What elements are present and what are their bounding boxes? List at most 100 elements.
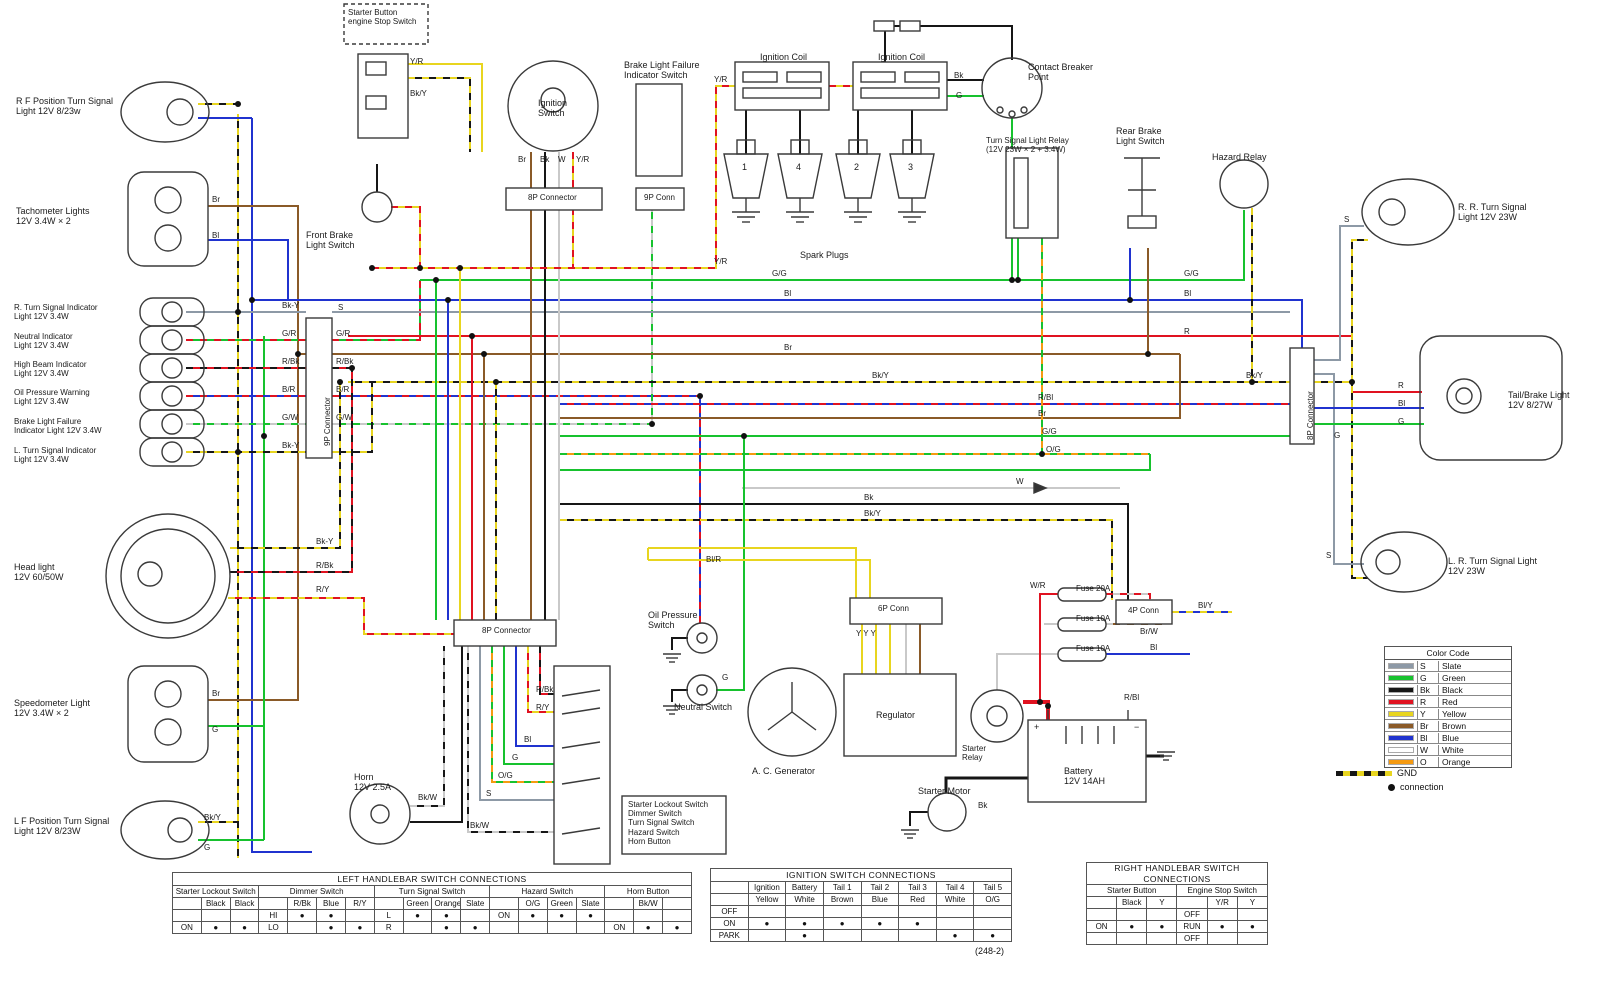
table-cell bbox=[785, 905, 824, 918]
wire-color-label: Bk bbox=[540, 155, 550, 164]
wire-Bk bbox=[671, 689, 688, 702]
wire-stripe bbox=[332, 382, 373, 453]
bulb bbox=[1375, 549, 1401, 575]
coil-winding bbox=[904, 71, 940, 83]
col-header bbox=[1176, 896, 1208, 910]
headlight-lens bbox=[120, 528, 216, 624]
col-header: R/Bk bbox=[287, 897, 318, 910]
wire-color-label: R bbox=[1184, 327, 1190, 336]
wire-color-label: Bk/Y bbox=[410, 89, 427, 98]
ground-symbol bbox=[663, 705, 681, 715]
wire-color-label: R/Bl bbox=[1124, 693, 1140, 702]
spark-plug-1-number: 1 bbox=[742, 162, 748, 172]
headlight-label: Head light 12V 60/50W bbox=[14, 562, 64, 583]
fuse-10a-body bbox=[1057, 617, 1107, 632]
table-cell: ● bbox=[1236, 920, 1269, 934]
legend-swatch bbox=[1388, 734, 1414, 741]
starter-relay-label: Starter Relay bbox=[962, 744, 987, 763]
left-switch-list-label: Starter Lockout Switch Dimmer Switch Tur… bbox=[628, 800, 709, 846]
starter-relay-body bbox=[970, 689, 1024, 743]
legend-abbr: G bbox=[1417, 672, 1439, 683]
legend-color-name: Brown bbox=[1442, 720, 1467, 731]
wire-color-label: W bbox=[1016, 477, 1024, 486]
wire-Bk bbox=[560, 503, 1129, 600]
fuse-20a-label: Fuse 20A bbox=[1076, 584, 1111, 593]
junction-dot bbox=[493, 379, 499, 385]
wire-color-label: G/W bbox=[282, 413, 298, 422]
rf-position-turn-signal-label: R F Position Turn Signal Light 12V 8/23w bbox=[16, 96, 114, 117]
legend-title: Color Code bbox=[1385, 647, 1511, 660]
ac-generator-label: A. C. Generator bbox=[752, 766, 816, 776]
table-cell bbox=[1206, 932, 1238, 946]
wire-stripe bbox=[408, 77, 471, 152]
rr-turn-signal-label: R. R. Turn Signal Light 12V 23W bbox=[1458, 202, 1527, 223]
wire-color-label: Br/W bbox=[1140, 627, 1158, 636]
fuse-10a-2-label: Fuse 10A bbox=[1076, 644, 1111, 653]
wire-color-label: G bbox=[512, 753, 519, 762]
right-handlebar-switch-table-title: RIGHT HANDLEBAR SWITCH CONNECTIONS bbox=[1086, 861, 1268, 886]
col-header: Horn Button bbox=[604, 885, 692, 898]
ground-symbol bbox=[901, 829, 919, 839]
wire-color-label: Bk-Y bbox=[282, 441, 300, 450]
table-cell: ● bbox=[517, 909, 548, 922]
wire-color-label: R/Bk bbox=[316, 561, 334, 570]
coil-winding bbox=[786, 71, 822, 83]
wire-stripe bbox=[332, 395, 701, 623]
wire-color-label: R bbox=[1398, 381, 1404, 390]
table-cell: ● bbox=[316, 921, 346, 934]
table-cell: ● bbox=[973, 929, 1012, 942]
battery-plus-label: + bbox=[1034, 722, 1040, 732]
connector-8p-mid bbox=[453, 619, 557, 647]
table-cell bbox=[1085, 908, 1118, 922]
legend-color-name: Green bbox=[1442, 672, 1466, 683]
wire-color-label: Br bbox=[212, 689, 220, 698]
breaker-point bbox=[1008, 110, 1016, 118]
table-cell: ● bbox=[898, 917, 937, 930]
wire-color-label: G/R bbox=[336, 329, 351, 338]
wire-color-label: Bk bbox=[864, 493, 874, 502]
wire-stripe bbox=[1351, 239, 1368, 382]
bulb bbox=[161, 301, 183, 323]
breaker-point bbox=[996, 106, 1004, 114]
table-cell: OFF bbox=[710, 905, 749, 918]
coil-winding bbox=[860, 87, 940, 99]
wire-color-label: G bbox=[956, 91, 963, 100]
wire-Bk bbox=[671, 637, 688, 650]
neutral-switch-contact bbox=[696, 684, 708, 696]
legend-abbr: W bbox=[1417, 744, 1439, 755]
lf-turn-signal-lamp bbox=[120, 800, 210, 860]
spark-plug-2-number: 2 bbox=[854, 162, 860, 172]
wire-Bk bbox=[884, 25, 1013, 62]
wire-R bbox=[1039, 593, 1058, 702]
table-cell: ● bbox=[402, 909, 433, 922]
wire-color-label: S bbox=[338, 303, 344, 312]
battery-minus-label: − bbox=[1134, 722, 1140, 732]
breaker-point bbox=[1020, 106, 1028, 114]
table-cell bbox=[1236, 932, 1269, 946]
wire-color-label: Bk-Y bbox=[316, 537, 334, 546]
wire-color-label: Bl bbox=[1150, 643, 1158, 652]
wire-color-label: O/G bbox=[498, 771, 513, 780]
horn-label: Horn 12V 2.5A bbox=[354, 772, 392, 793]
brake-failure-switch-body bbox=[635, 83, 683, 177]
table-cell: RUN bbox=[1176, 920, 1208, 934]
junction-dot bbox=[1015, 277, 1021, 283]
spark-plug-3-number: 3 bbox=[908, 162, 914, 172]
fuse-20a-body bbox=[1057, 587, 1107, 602]
gnd-legend-row: GND bbox=[1336, 768, 1417, 778]
table-cell bbox=[898, 905, 937, 918]
table-cell bbox=[287, 921, 318, 934]
wire-color-label: G bbox=[1398, 417, 1405, 426]
col-header: Black bbox=[229, 897, 260, 910]
col-header: Blue bbox=[316, 897, 346, 910]
rear-brake-switch-base bbox=[1127, 215, 1157, 229]
ignition-coil-1-label: Ignition Coil bbox=[760, 52, 808, 62]
connection-label: connection bbox=[1400, 782, 1444, 792]
bulb bbox=[154, 224, 182, 252]
wire-color-label: Br bbox=[212, 195, 220, 204]
l-turn-indicator-label: L. Turn Signal Indicator Light 12V 3.4W bbox=[14, 446, 97, 465]
